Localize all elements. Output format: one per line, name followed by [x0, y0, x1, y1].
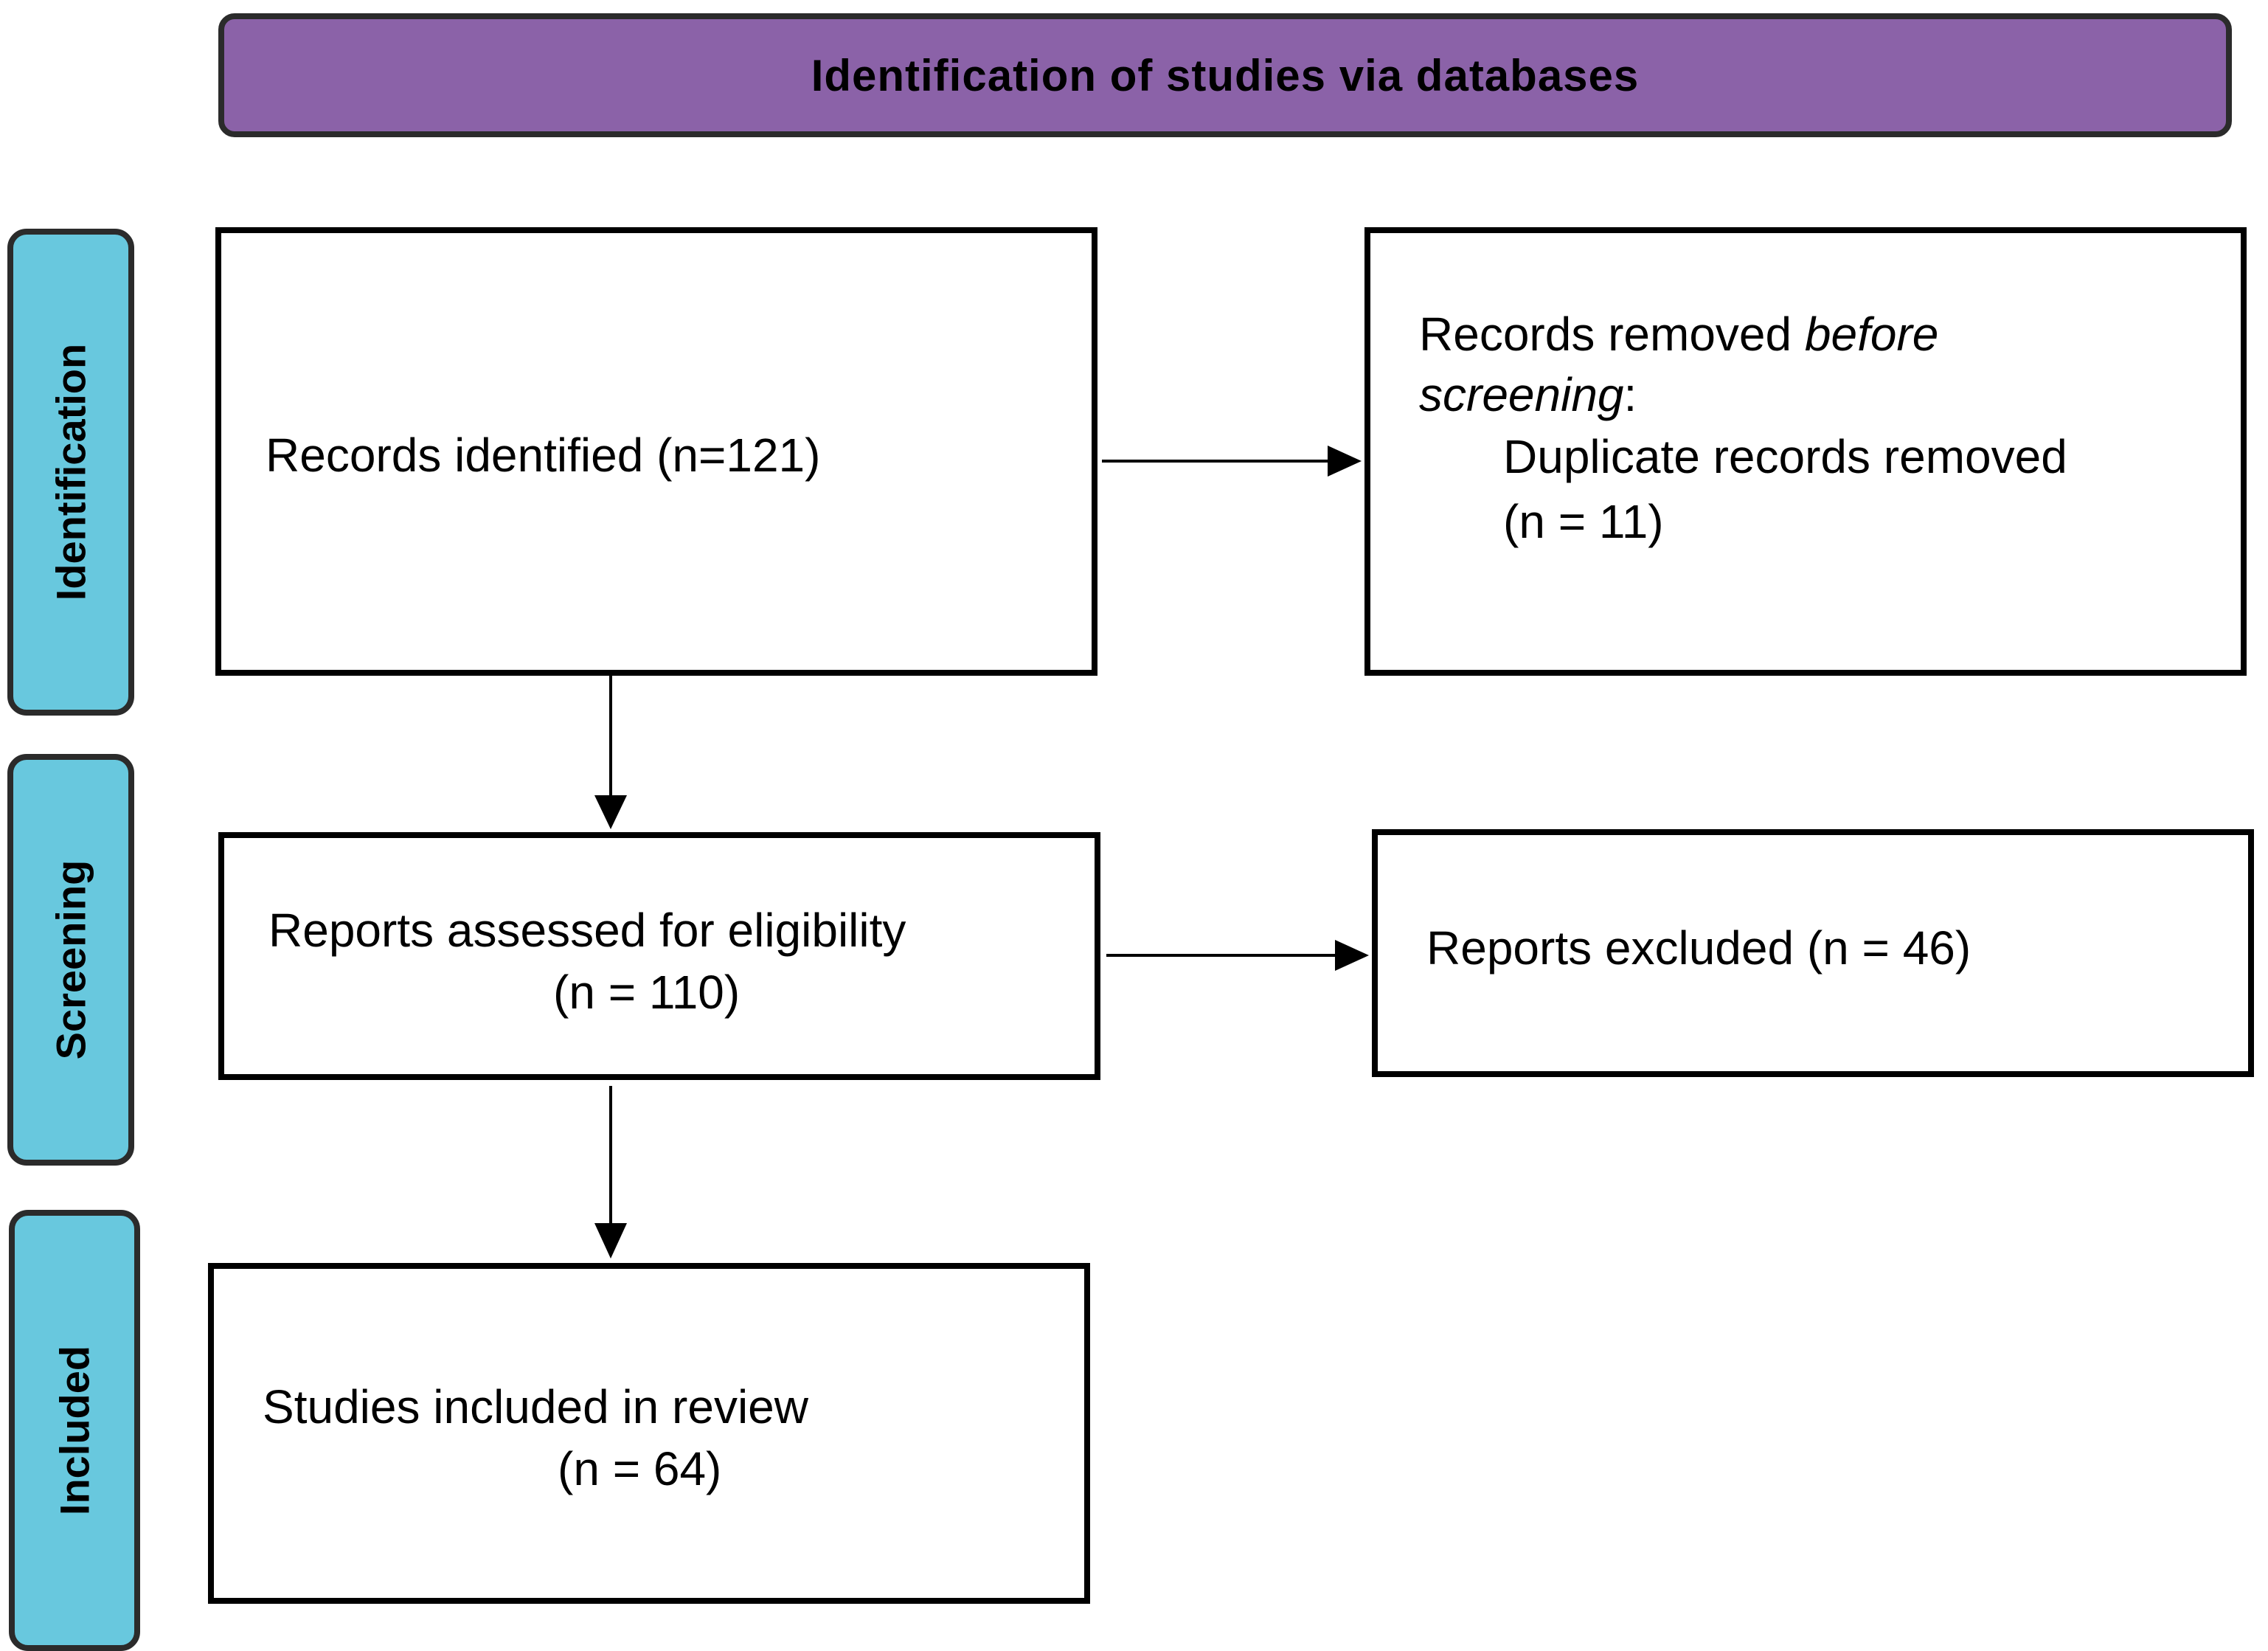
records-removed-line2: screening:: [1419, 368, 1637, 421]
header-title: Identification of studies via databases: [811, 50, 1640, 100]
reports-assessed-line1: Reports assessed for eligibility: [268, 904, 906, 957]
arrow-identified-to-assessed: [594, 676, 627, 829]
reports-assessed-box: Reports assessed for eligibility (n = 11…: [218, 832, 1100, 1080]
arrow-assessed-to-included: [594, 1086, 627, 1259]
records-identified-text: Records identified (n=121): [266, 429, 821, 482]
duplicate-records-count: (n = 11): [1503, 495, 1664, 548]
studies-included-box: Studies included in review (n = 64): [208, 1263, 1090, 1604]
reports-excluded-box: Reports excluded (n = 46): [1372, 829, 2254, 1077]
records-removed-box: Records removed before screening: Duplic…: [1364, 227, 2247, 676]
phase-tab-included: Included: [9, 1210, 140, 1651]
arrow-identified-to-removed: [1102, 446, 1362, 477]
phase-tab-screening: Screening: [7, 754, 134, 1166]
header-band: Identification of studies via databases: [218, 13, 2232, 137]
studies-included-line1: Studies included in review: [263, 1380, 808, 1433]
phase-tab-identification: Identification: [7, 229, 134, 716]
records-removed-line1: Records removed before: [1419, 308, 1939, 361]
duplicate-records-label: Duplicate records removed: [1503, 430, 2067, 483]
studies-included-count: (n = 64): [558, 1442, 722, 1495]
arrow-assessed-to-excluded: [1106, 940, 1369, 971]
reports-excluded-text: Reports excluded (n = 46): [1426, 921, 1972, 975]
reports-assessed-count: (n = 110): [553, 966, 741, 1019]
records-identified-box: Records identified (n=121): [215, 227, 1097, 676]
